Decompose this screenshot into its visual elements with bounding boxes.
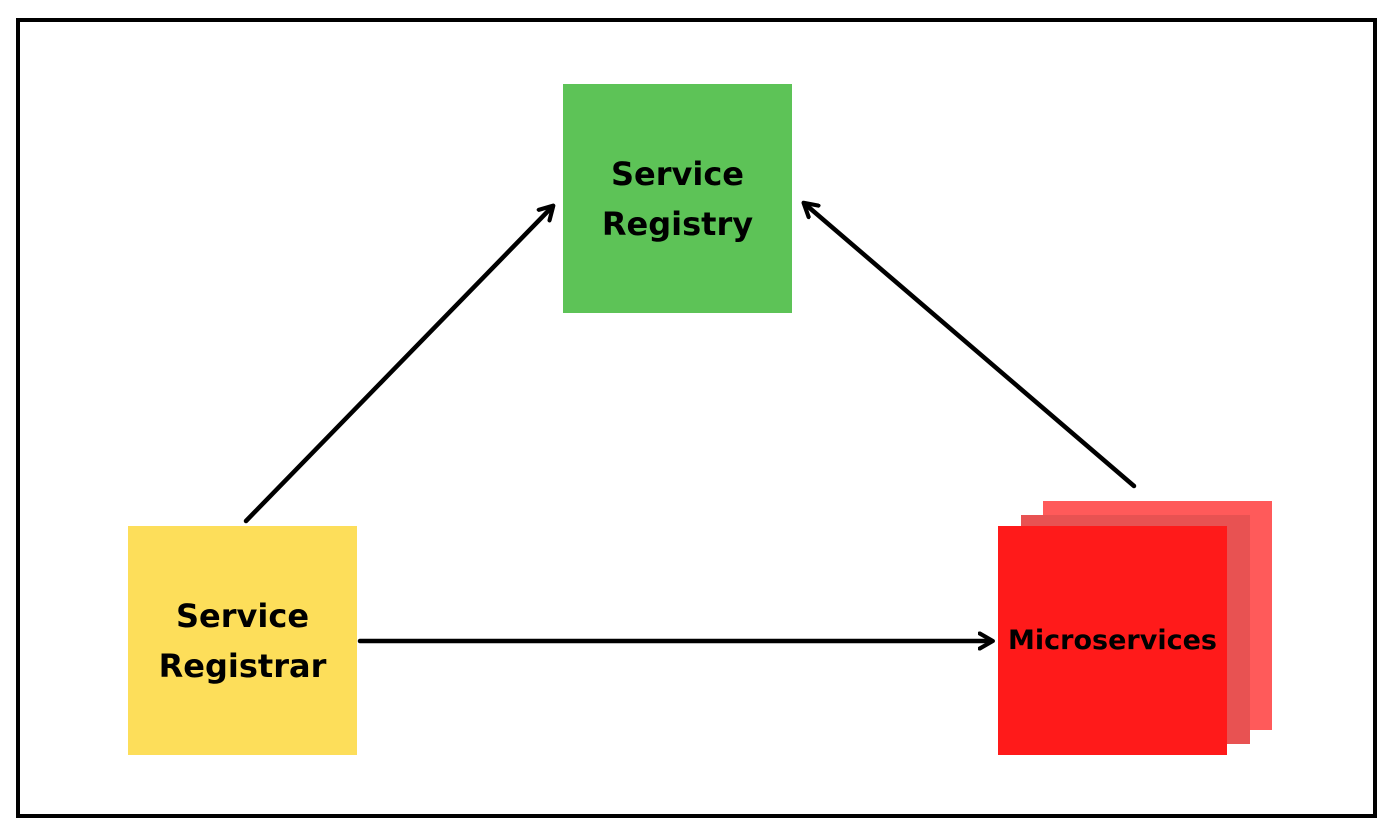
service-registrar-label: Service Registrar	[158, 596, 327, 685]
edge-registrar-to-registry	[243, 207, 552, 524]
edge-microservices-to-registry	[805, 204, 1137, 489]
service-registry-node: Service Registry	[563, 84, 792, 313]
service-registrar-node: Service Registrar	[128, 526, 357, 755]
service-registry-label: Service Registry	[601, 154, 754, 243]
microservices-node: Microservices	[998, 526, 1227, 755]
microservices-label: Microservices	[1008, 624, 1217, 656]
